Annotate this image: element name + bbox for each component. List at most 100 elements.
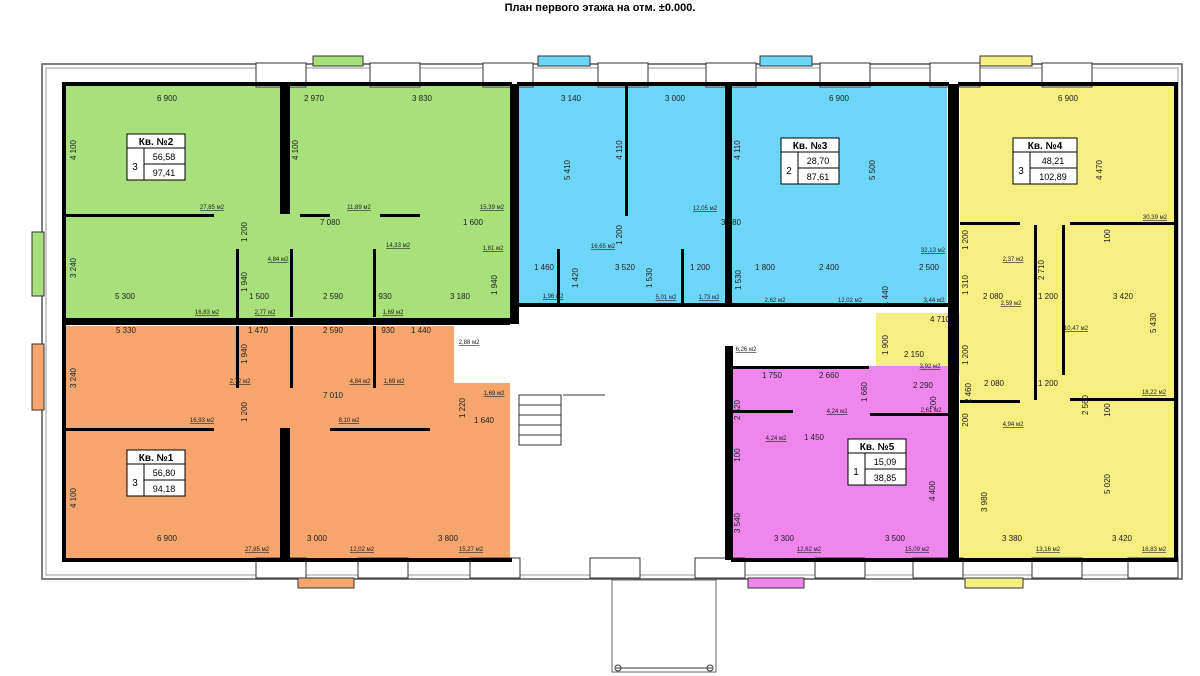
apartment-1-zone <box>64 326 454 560</box>
dimension-label: 1 200 <box>961 229 970 250</box>
apartment-label-1: Кв. №1 3 56,80 94,18 <box>126 449 186 497</box>
dimension-label: 1 530 <box>645 267 654 288</box>
room-area-label: 2,72 м2 <box>230 379 251 385</box>
dimension-label: 1 460 <box>534 263 555 272</box>
dimension-label: 2 150 <box>904 350 925 359</box>
dimension-label: 4 710 <box>930 315 951 324</box>
room-area-label: 11,89 м2 <box>347 205 371 211</box>
room-area-label: 2,61 м2 <box>921 408 942 414</box>
apartment-rooms: 1 <box>853 467 859 478</box>
apartment-total-area: 102,89 <box>1039 172 1067 182</box>
room-area-label: 16,65 м2 <box>591 244 616 250</box>
apartment-1-zone-extra <box>454 383 510 560</box>
dimension-label: 6 900 <box>829 94 850 103</box>
room-area-label: 12,62 м2 <box>797 547 822 553</box>
room-area-label: 1,69 м2 <box>383 310 404 316</box>
room-area-label: 1,69 м2 <box>484 391 505 397</box>
dimension-label: 3 520 <box>615 263 636 272</box>
dimension-label: 1 530 <box>734 269 743 290</box>
dimension-label: 5 410 <box>563 159 572 180</box>
dimension-label: 3 000 <box>307 534 328 543</box>
dimension-label: 100 <box>1103 229 1112 243</box>
room-area-label: 15,39 м2 <box>480 205 505 211</box>
room-area-label: 2,77 м2 <box>255 310 276 316</box>
room-area-label: 8,10 м2 <box>339 418 360 424</box>
room-area-label: 32,13 м2 <box>921 248 946 254</box>
dimension-label: 2 460 <box>964 382 973 403</box>
dimension-label: 200 <box>929 396 938 410</box>
dimension-label: 3 540 <box>733 512 742 533</box>
dimension-label: 100 <box>733 448 742 462</box>
apartment-living-area: 15,09 <box>874 457 897 467</box>
dimension-label: 2 080 <box>984 379 1005 388</box>
dimension-label: 4 470 <box>1095 159 1104 180</box>
dimension-label: 1 450 <box>804 433 825 442</box>
dimension-label: 1 310 <box>961 274 970 295</box>
apartment-4-zone-extra <box>876 313 960 375</box>
dimension-label: 2 080 <box>983 292 1004 301</box>
dimension-label: 4 110 <box>615 140 624 160</box>
room-area-label: 1,73 м2 <box>699 295 720 301</box>
apartment-label-3: Кв. №3 2 28,70 87,61 <box>780 137 840 185</box>
dimension-label: 5 300 <box>115 292 136 301</box>
dimension-label: 1 200 <box>1038 379 1059 388</box>
dimension-label: 200 <box>961 413 970 427</box>
apartment-total-area: 94,18 <box>153 484 176 494</box>
dimension-label: 1 470 <box>248 326 269 335</box>
dimension-label: 3 500 <box>885 534 906 543</box>
dimension-label: 930 <box>381 326 395 335</box>
room-area-label: 27,85 м2 <box>245 547 270 553</box>
dimension-label: 1 420 <box>571 267 580 288</box>
apartment-3-zone <box>519 84 947 304</box>
dimension-label: 3 420 <box>1112 534 1133 543</box>
dimension-label: 1 200 <box>240 401 249 422</box>
apartment-name: Кв. №3 <box>793 141 828 152</box>
staircase <box>518 394 717 673</box>
dimension-label: 2 290 <box>913 381 934 390</box>
dimension-label: 2 500 <box>919 263 940 272</box>
dimension-label: 1 500 <box>249 292 270 301</box>
dimension-label: 3 280 <box>721 218 742 227</box>
dimension-label: 1 440 <box>881 285 890 306</box>
dimension-label: 1 200 <box>615 224 624 245</box>
dimension-label: 2 710 <box>1037 259 1046 280</box>
dimension-label: 6 900 <box>1058 94 1079 103</box>
dimension-label: 2 660 <box>819 371 840 380</box>
room-area-label: 10,47 м2 <box>1064 326 1089 332</box>
dimension-label: 1 900 <box>881 334 890 355</box>
room-area-label: 12,05 м2 <box>693 206 718 212</box>
dimension-label: 3 420 <box>1113 292 1134 301</box>
dimension-label: 4 110 <box>733 140 742 160</box>
plan-title: План первого этажа на отм. ±0.000. <box>504 2 696 14</box>
room-area-label: 16,93 м2 <box>190 418 215 424</box>
dimension-label: 100 <box>1103 403 1112 417</box>
dimension-label: 3 830 <box>412 94 433 103</box>
room-area-label: 1,81 м2 <box>483 246 504 252</box>
room-area-label: 3,92 м2 <box>920 364 941 370</box>
room-area-label: 5,01 м2 <box>656 295 677 301</box>
apartment-label-2: Кв. №2 3 56,58 97,41 <box>126 133 186 181</box>
dimension-label: 2 520 <box>733 399 742 420</box>
dimension-label: 1 220 <box>458 397 467 418</box>
dimension-label: 6 900 <box>157 534 178 543</box>
dimension-label: 1 940 <box>490 274 499 295</box>
room-area-label: 2,59 м2 <box>1001 301 1022 307</box>
apartment-living-area: 56,80 <box>153 468 176 478</box>
dimension-label: 1 200 <box>1038 292 1059 301</box>
walls <box>62 82 1178 562</box>
dimension-label: 5 430 <box>1149 312 1158 333</box>
dimension-label: 1 800 <box>755 263 776 272</box>
dimension-label: 4 400 <box>928 480 937 501</box>
dimension-label: 4 100 <box>291 139 300 160</box>
dimension-label: 930 <box>378 292 392 301</box>
dimension-label: 3 980 <box>980 491 989 512</box>
dimension-label: 2 560 <box>1081 394 1090 415</box>
room-area-label: 4,24 м2 <box>827 409 848 415</box>
dimension-label: 3 800 <box>438 534 459 543</box>
room-area-label: 16,83 м2 <box>1142 547 1167 553</box>
dimension-label: 1 750 <box>762 371 783 380</box>
dimension-label: 3 240 <box>69 257 78 278</box>
room-area-label: 30,39 м2 <box>1143 215 1168 221</box>
room-area-label: 18,22 м2 <box>1142 390 1167 396</box>
room-area-label: 4,84 м2 <box>268 257 289 263</box>
